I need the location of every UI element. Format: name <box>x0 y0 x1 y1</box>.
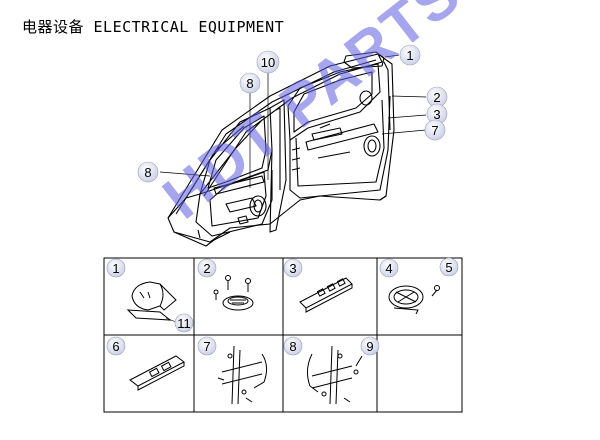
svg-text:1: 1 <box>112 261 119 276</box>
grid-cell-8-label: 8 <box>283 336 303 356</box>
svg-text:10: 10 <box>261 55 275 70</box>
parts-grid <box>103 257 463 413</box>
page-title: 电器设备 ELECTRICAL EQUIPMENT <box>22 18 285 36</box>
svg-text:4: 4 <box>385 261 392 276</box>
callout-10: 10 <box>256 50 280 74</box>
grid-cell-4-label: 4 <box>379 258 399 278</box>
grid-cell-1-label: 1 <box>106 258 126 278</box>
grid-cell-9-label: 9 <box>360 336 380 356</box>
svg-text:3: 3 <box>289 261 296 276</box>
svg-text:8: 8 <box>144 165 151 180</box>
leader-lines <box>159 54 427 188</box>
part-speaker-ring-drawing <box>388 285 440 315</box>
part-rear-window-regulator-drawing <box>306 345 363 405</box>
svg-text:2: 2 <box>203 261 210 276</box>
svg-text:6: 6 <box>112 339 119 354</box>
svg-text:1: 1 <box>406 48 413 63</box>
part-door-switch-drawing <box>129 355 185 391</box>
callout-1: 1 <box>399 44 421 66</box>
part-switch-panel-drawing <box>299 277 353 313</box>
grid-cell-11-label: 11 <box>165 313 194 333</box>
callout-2: 2 <box>426 86 448 108</box>
svg-text:3: 3 <box>433 107 440 122</box>
svg-text:7: 7 <box>431 123 438 138</box>
svg-text:8: 8 <box>289 339 296 354</box>
svg-text:11: 11 <box>177 316 191 331</box>
grid-cell-2-label: 2 <box>197 258 217 278</box>
svg-text:9: 9 <box>366 339 373 354</box>
svg-text:2: 2 <box>433 90 440 105</box>
grid-cell-3-label: 3 <box>283 258 303 278</box>
car-body-drawing <box>167 51 395 247</box>
grid-cell-6-label: 6 <box>106 336 126 356</box>
part-speaker-drawing <box>213 275 254 311</box>
callout-7: 7 <box>424 119 446 141</box>
callout-8-left: 8 <box>137 161 159 183</box>
part-mirror-drawing <box>126 281 177 321</box>
svg-text:8: 8 <box>246 76 253 91</box>
svg-text:5: 5 <box>445 260 452 275</box>
grid-cell-7-label: 7 <box>197 336 217 356</box>
part-window-regulator-drawing <box>217 345 268 405</box>
callout-8-upper: 8 <box>239 72 261 94</box>
grid-cell-5-label: 5 <box>439 257 459 277</box>
svg-text:7: 7 <box>203 339 210 354</box>
